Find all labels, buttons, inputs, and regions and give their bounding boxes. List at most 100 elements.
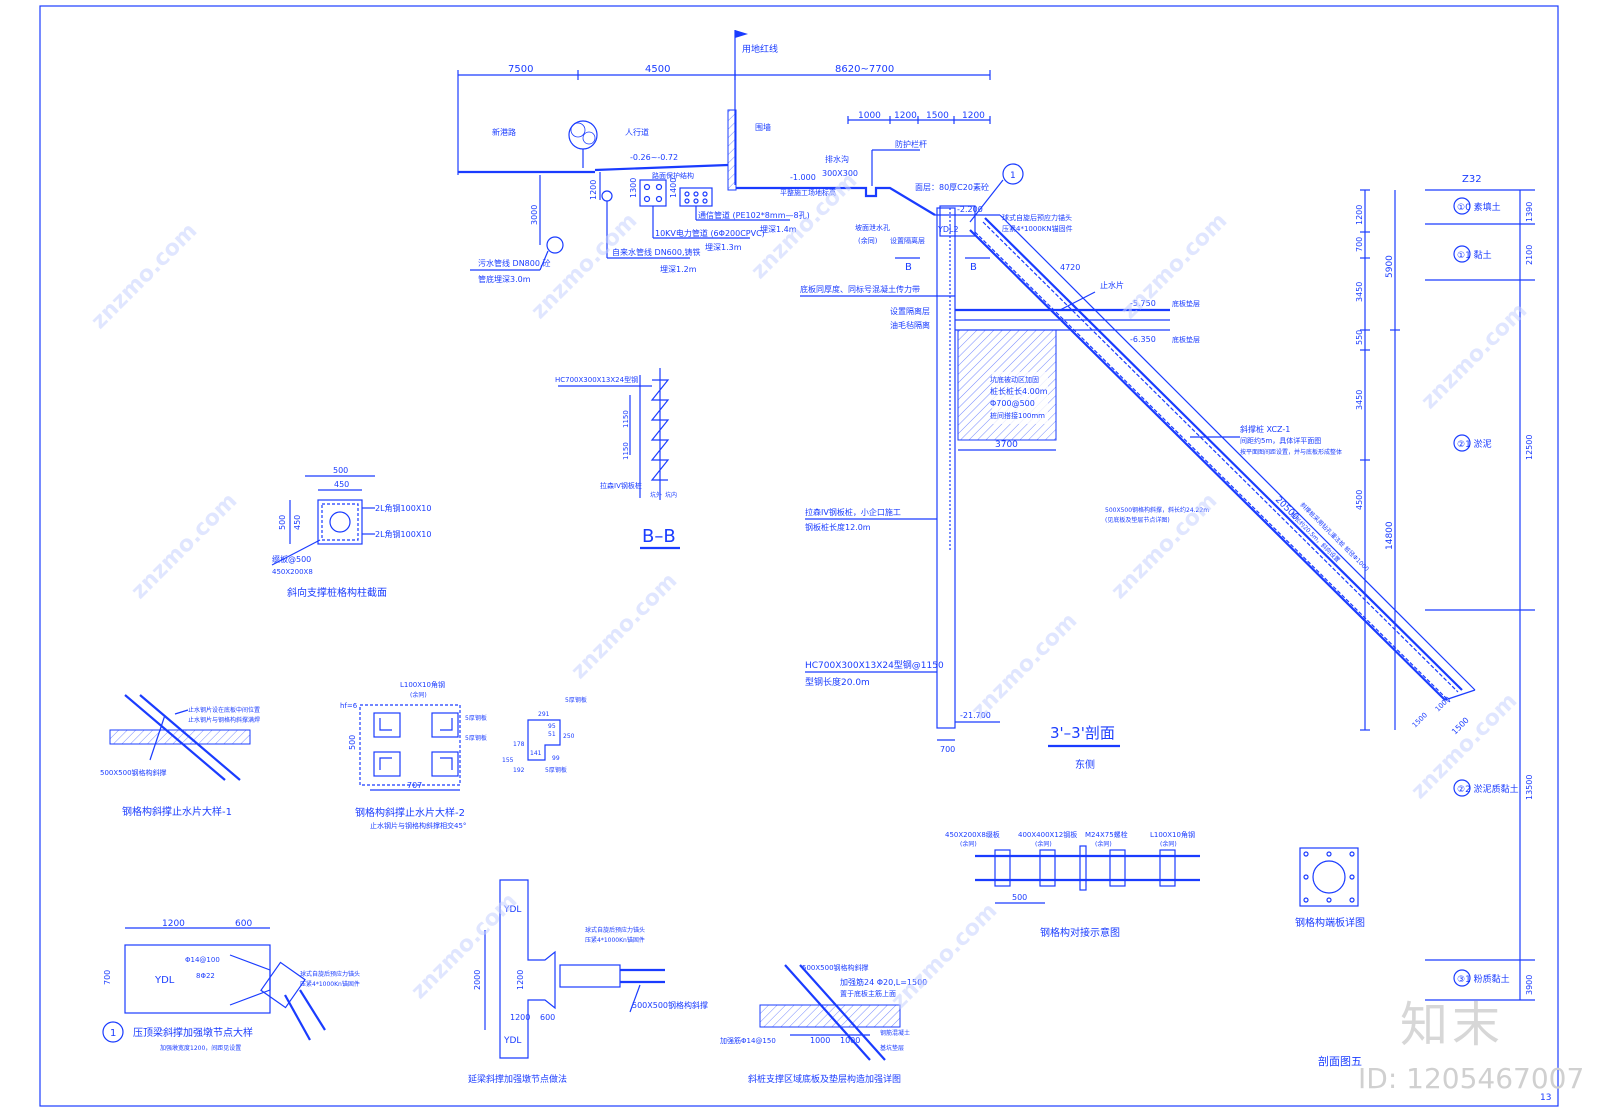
guardrail-label: 防护栏杆 xyxy=(895,139,927,149)
n3-base2: 基坑垫层 xyxy=(880,1044,904,1052)
dim-4500: 4500 xyxy=(645,64,670,75)
ws2-weld2: 5厚钢板 xyxy=(465,734,487,742)
level-2200: -2.200 xyxy=(957,205,983,214)
layer-5-thick: 3900 xyxy=(1525,975,1534,995)
rd-5900: 5900 xyxy=(1385,255,1395,278)
callout-1-text: 1 xyxy=(1010,171,1016,181)
layer-2-name: ①1 黏土 xyxy=(1457,249,1492,261)
wall-label: 围墙 xyxy=(755,122,771,132)
layer-4-thick: 13500 xyxy=(1525,775,1534,800)
slope-protect: 坡面泄水孔 xyxy=(855,223,890,232)
water-stop-2: L100X10角钢 (余同) hf=6 5厚钢板 5厚钢板 500 707 钢格… xyxy=(340,680,487,830)
n2-ydl-top: YDL xyxy=(503,905,521,915)
dim-1000: 1000 xyxy=(1434,695,1452,713)
n1-ydl: YDL xyxy=(154,975,175,986)
node-detail-2: YDL YDL 2000 1200 1200 600 球式自旋后预应力锚头 压紧… xyxy=(468,879,708,1085)
layer-2-thick: 2100 xyxy=(1525,245,1534,265)
soil-pile-4: 桩间搭接100mm xyxy=(990,411,1045,420)
svg-text:znzmo.com: znzmo.com xyxy=(1107,488,1223,604)
water-pipe-icon xyxy=(601,190,613,202)
vertical-dims: 1200 700 3450 550 3450 4500 5900 14800 xyxy=(1355,189,1400,731)
node-detail-1: 1200 600 700 YDL Φ14@100 8Φ22 球式自旋后预应力锚头… xyxy=(102,919,360,1052)
section-title: 3'–3'剖面 xyxy=(1050,724,1115,742)
col-dim-left: 500 xyxy=(278,515,287,530)
ws1-note1: 止水钢片设在底板中间位置 xyxy=(188,706,260,714)
n1-anchor: 球式自旋后预应力锚头 xyxy=(300,970,360,978)
new-road-label: 新港路 xyxy=(492,127,516,137)
joint-p1: 450X200X8缀板 xyxy=(945,830,1000,839)
main-section: YDL2 B B 4720 止水片 -5.750 底板垫层 -6.350 底板垫… xyxy=(800,205,1476,771)
col-dim-left2: 450 xyxy=(293,515,302,530)
n1-700: 700 xyxy=(103,970,112,985)
bottom-slab: 底板垫层 xyxy=(1172,299,1200,308)
n2-1200: 1200 xyxy=(516,970,525,990)
soil-pile-2: 桩长桩长4.00m xyxy=(990,386,1048,396)
col-angle2: 2L角钢100X10 xyxy=(375,529,431,539)
dim-7500: 7500 xyxy=(508,64,533,75)
layer-3-name: ②1 淤泥 xyxy=(1457,438,1492,450)
dim-4720: 4720 xyxy=(1060,263,1080,272)
col-title: 斜向支撑桩格构柱截面 xyxy=(287,586,387,599)
n1-rebar1: Φ14@100 xyxy=(185,956,220,964)
water-stop-1: 止水钢片设在底板中间位置 止水钢片与钢格构斜撑满焊 500X500钢格构斜撑 钢… xyxy=(100,694,260,818)
node-detail-3: 500X500钢格构斜撑 加强筋24 Φ20,L=1500 置于底板主筋上面 加… xyxy=(720,963,927,1085)
comm-depth: 埋深1.4m xyxy=(760,224,797,234)
surface-label: 面层：80厚C20素砼 xyxy=(915,182,989,192)
ws1-title: 钢格构斜撑止水片大样-1 xyxy=(122,805,232,818)
n3-1000: 1000 xyxy=(810,1036,830,1045)
ws3-plate2: 5厚钢板 xyxy=(545,766,567,774)
water-stop-3: 291 95 51 250 178 141 99 155 192 5厚钢板 5厚… xyxy=(502,696,587,774)
dim-700: 700 xyxy=(940,745,955,754)
n2-600: 600 xyxy=(540,1013,555,1022)
layer-1-name: ①0 素填土 xyxy=(1457,201,1501,213)
sep-layer: 设置隔离层 xyxy=(890,306,930,316)
detail-callout-1 xyxy=(1002,163,1024,185)
n2-1200b: 1200 xyxy=(510,1013,530,1022)
cushion: 底板垫层 xyxy=(1172,335,1200,344)
ws2-weld: 5厚钢板 xyxy=(465,714,487,722)
ld-1200: 1200 xyxy=(1355,205,1364,225)
level-5750: -5.750 xyxy=(1130,299,1156,308)
ws3-178: 178 xyxy=(513,741,525,748)
diag-name: 斜撑桩 XCZ-1 xyxy=(1240,424,1290,434)
comm-label: 通信管道 (PE102*8mm—8孔) xyxy=(698,210,810,220)
joint-p1b: (余同) xyxy=(960,840,977,848)
ws3-99: 99 xyxy=(552,755,560,762)
brand-logo: 知末 xyxy=(1400,997,1505,1053)
bb-detail: HC700X300X13X24型钢 1150 1150 拉森IV钢板桩 坑外 坑… xyxy=(555,368,680,550)
top-road-section: 7500 4500 8620~7700 用地红线 新港路 人行道 围墙 -0.2… xyxy=(457,30,1073,284)
sidewalk-label: 人行道 xyxy=(625,127,649,137)
col-dim-top: 500 xyxy=(333,466,348,475)
ld-3450: 3450 xyxy=(1355,282,1364,302)
section-subtitle: 东侧 xyxy=(1075,758,1095,771)
dim-r-1000: 1000 xyxy=(858,111,881,121)
soil-pile-1: 坑底被动区加固 xyxy=(990,375,1039,384)
box-label: 路面保护结构 xyxy=(652,171,694,180)
n3-rebar-note: 置于底板主筋上面 xyxy=(840,989,896,998)
col-angle1: 2L角钢100X10 xyxy=(375,503,431,513)
dim-r-1500: 1500 xyxy=(926,111,949,121)
layer-4-name: ②2 淤泥质黏土 xyxy=(1457,783,1519,795)
b-left: B xyxy=(905,262,912,273)
diag-note2: 按平面图间距设置，并与底板形成整体 xyxy=(1240,448,1342,456)
ydl-label: YDL2 xyxy=(937,225,959,234)
dim-1400: 1400 xyxy=(669,178,678,198)
svg-text:znzmo.com: znzmo.com xyxy=(967,608,1083,724)
joint-500: 500 xyxy=(1012,893,1027,902)
lattice-note: 500X500钢格构斜撑，斜长约24.22m xyxy=(1105,506,1209,514)
sheet-title: 剖面图五 xyxy=(1318,1054,1362,1068)
col-plate: 缀板@500 xyxy=(272,554,311,564)
dim-1200: 1200 xyxy=(589,180,598,200)
svg-text:znzmo.com: znzmo.com xyxy=(1417,298,1533,414)
n1-title: 压顶梁斜撑加强墩节点大样 xyxy=(133,1026,253,1039)
steel-sheet-pile xyxy=(936,207,956,729)
ws3-250: 250 xyxy=(563,733,575,740)
ws3-plate: 5厚钢板 xyxy=(565,696,587,704)
power-label: 10KV电力管道 (6Φ200CPVC) xyxy=(655,228,765,238)
water-label: 自来水管线 DN600,铸铁 xyxy=(612,247,701,257)
water-depth: 埋深1.2m xyxy=(660,264,697,274)
ld-550: 550 xyxy=(1355,330,1364,345)
water-stop: 止水片 xyxy=(1100,280,1124,290)
tree-icon xyxy=(568,120,598,168)
